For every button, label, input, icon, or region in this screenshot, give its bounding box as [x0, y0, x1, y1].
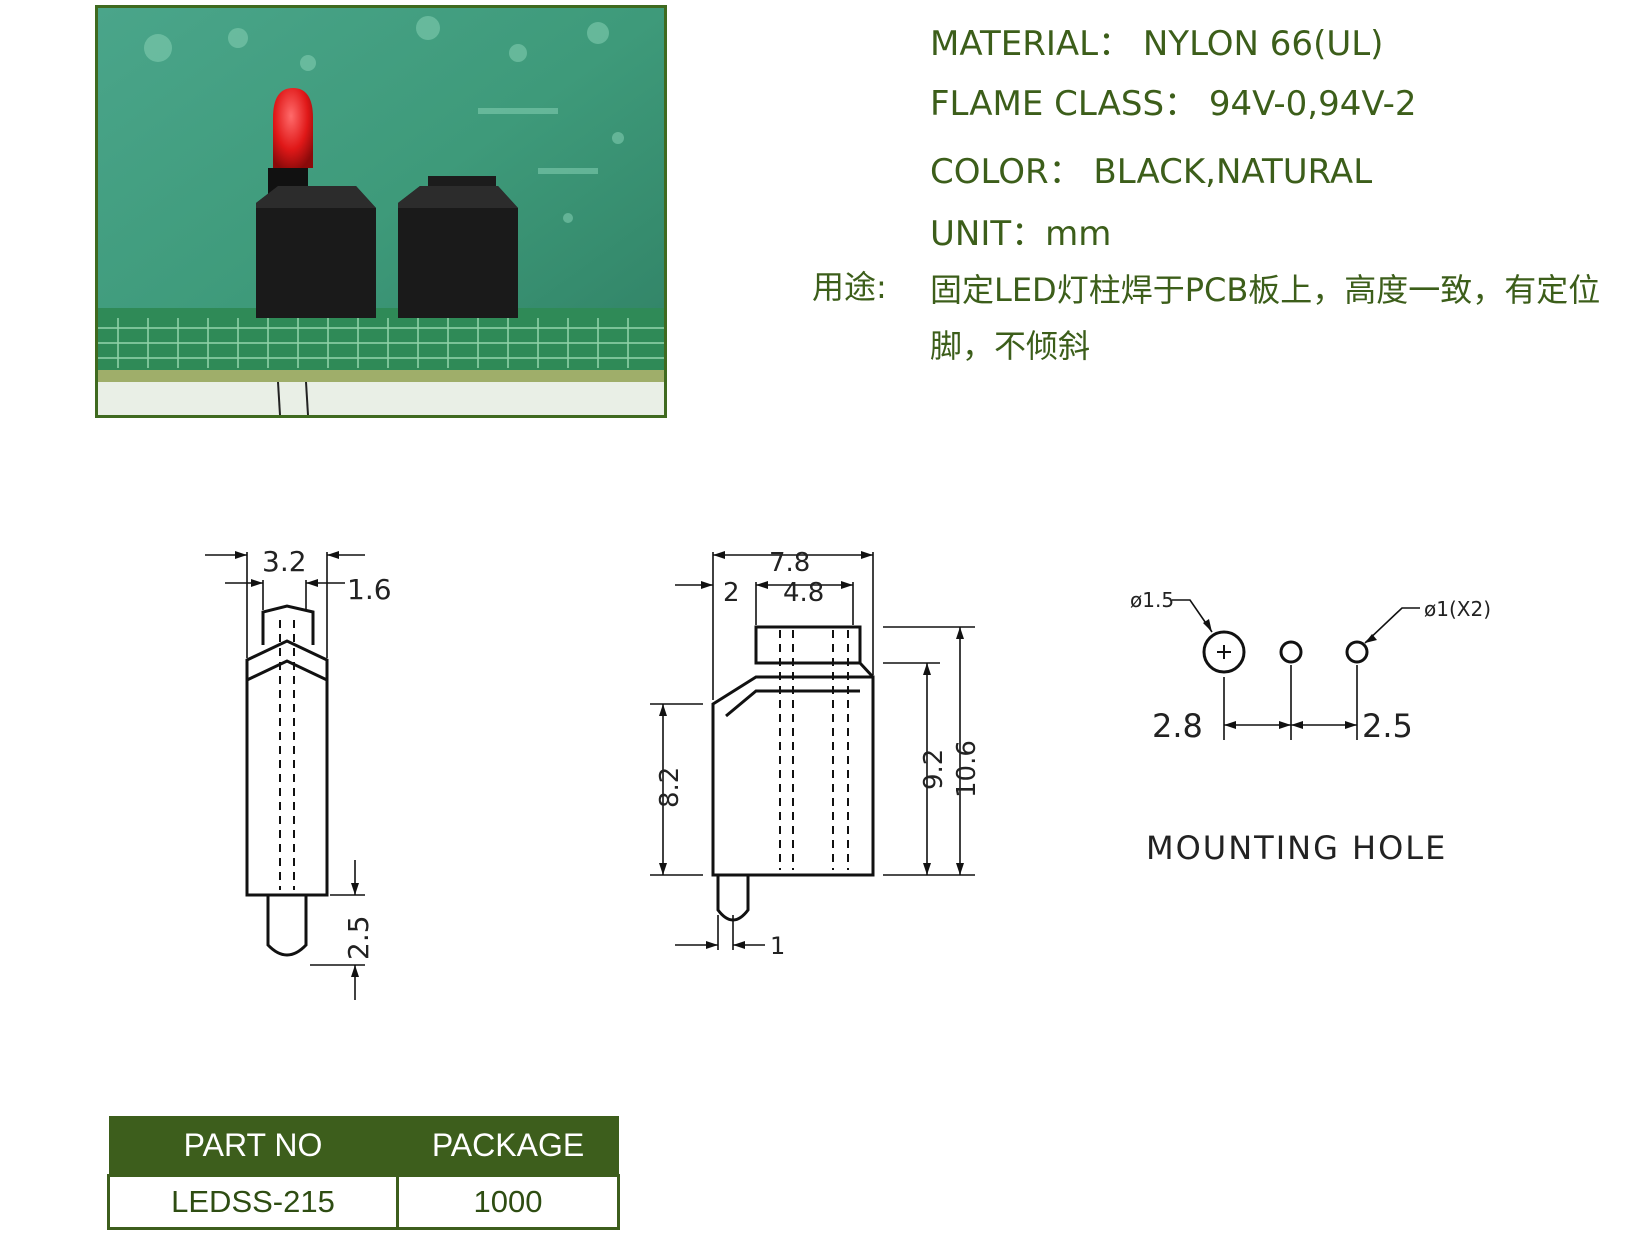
side-view	[205, 551, 365, 1000]
spec-flame-class: FLAME CLASS： 94V-0,94V-2	[930, 84, 1417, 124]
label-hole-large: ø1.5	[1130, 588, 1174, 612]
dim-front-h2: 9.2	[919, 749, 949, 790]
technical-drawing: 3.2 1.6 2.5	[205, 545, 1491, 1000]
dim-mount-left: 2.8	[1152, 707, 1203, 745]
product-photo-graphic	[98, 8, 664, 415]
header-package: PACKAGE	[397, 1116, 619, 1176]
spec-material: MATERIAL： NYLON 66(UL)	[930, 24, 1384, 64]
dim-front-top: 4.8	[783, 578, 824, 608]
front-view	[650, 551, 975, 950]
dim-side-width: 3.2	[262, 545, 307, 578]
usage-text: 固定LED灯柱焊于PCB板上，高度一致，有定位脚，不倾斜	[930, 271, 1601, 365]
dim-front-width: 7.8	[769, 548, 810, 578]
dim-front-h1: 8.2	[655, 767, 685, 808]
cell-package: 1000	[396, 1174, 620, 1230]
header-part-no: PART NO	[108, 1116, 398, 1176]
spec-color: COLOR： BLACK,NATURAL	[930, 152, 1373, 192]
dim-front-offset: 2	[723, 578, 740, 608]
dim-side-pin: 1.6	[347, 573, 392, 606]
mounting-hole-title: MOUNTING HOLE	[1146, 829, 1448, 867]
cell-part-no: LEDSS-215	[107, 1174, 399, 1230]
table-header-row: PART NO PACKAGE	[108, 1116, 619, 1176]
label-hole-small: ø1(X2)	[1424, 597, 1491, 621]
spec-unit: UNIT：mm	[930, 214, 1112, 254]
dim-front-pin: 1	[770, 932, 785, 960]
dim-mount-right: 2.5	[1362, 707, 1413, 745]
table-row: LEDSS-215 1000	[107, 1174, 620, 1230]
dim-side-pin-height: 2.5	[342, 915, 375, 960]
product-photo	[95, 5, 667, 418]
mounting-hole-diagram	[1172, 599, 1420, 740]
usage-label: 用途:	[812, 268, 887, 306]
dim-front-h3: 10.6	[952, 740, 982, 798]
parts-table: PART NO PACKAGE LEDSS-215 1000	[107, 1116, 620, 1230]
